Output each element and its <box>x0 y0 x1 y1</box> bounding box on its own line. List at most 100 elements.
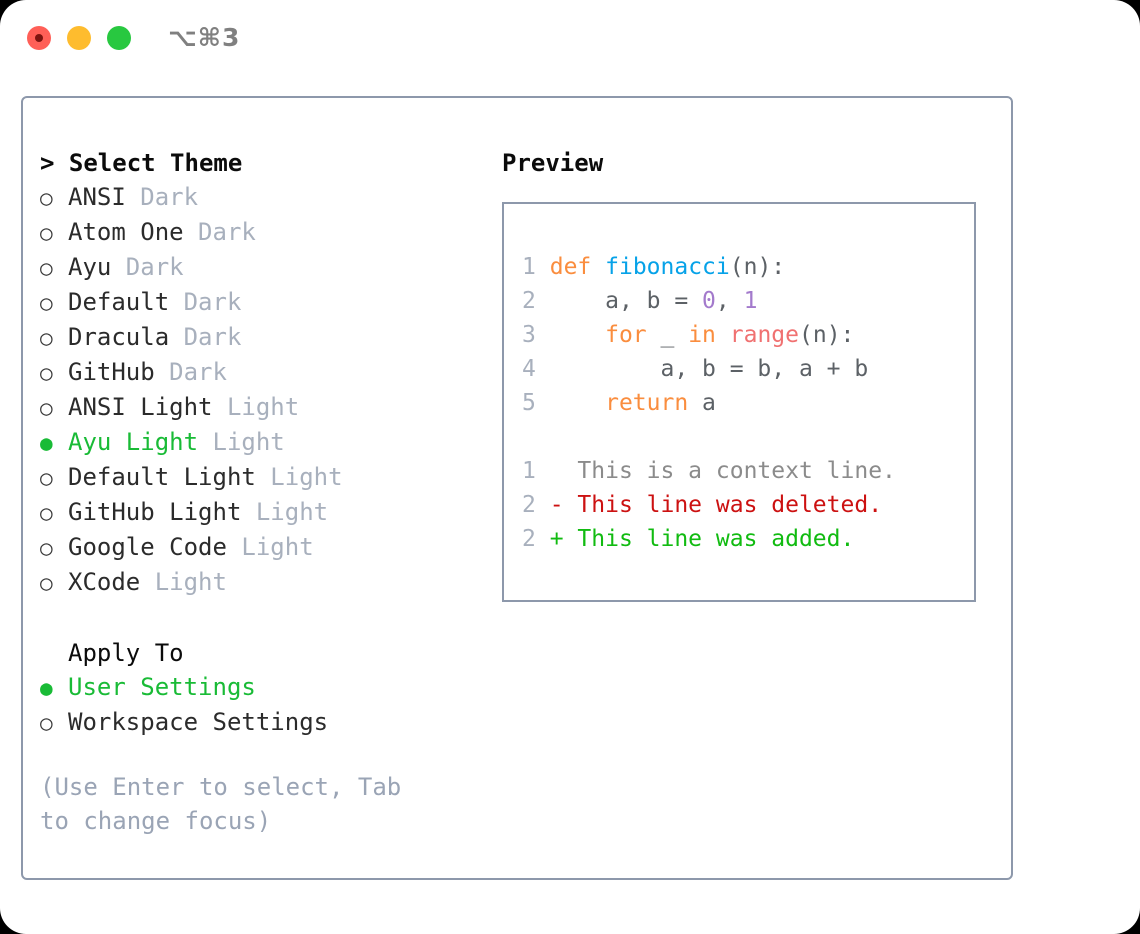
theme-option-label: ANSI Light <box>68 393 213 421</box>
diff-line-number: 1 <box>522 458 536 484</box>
theme-option-variant-tag: Light <box>241 498 329 526</box>
theme-option-xcode[interactable]: ○ XCode Light <box>40 565 480 600</box>
theme-option-github[interactable]: ○ GitHub Dark <box>40 355 480 390</box>
diff-block: 1 This is a context line. 2 - This line w… <box>522 454 974 556</box>
code-line-number: 2 <box>522 288 536 314</box>
radio-unselected-icon: ○ <box>40 361 53 385</box>
code-line: 2 a, b = 0, 1 <box>522 284 974 318</box>
theme-option-variant-tag: Light <box>140 568 227 596</box>
code-token: return <box>605 390 689 416</box>
theme-option-github-light[interactable]: ○GitHub Light Light <box>40 495 480 530</box>
code-token: a <box>688 390 716 416</box>
close-button[interactable] <box>27 26 51 50</box>
diff-sign: + <box>535 526 578 552</box>
code-token: (n): <box>729 254 786 280</box>
diff-sign <box>536 458 578 484</box>
spacer <box>40 740 480 770</box>
theme-option-label: GitHub <box>68 358 155 386</box>
theme-option-label: XCode <box>68 568 141 596</box>
theme-option-label: Default <box>68 288 170 316</box>
radio-unselected-icon: ○ <box>40 711 53 735</box>
theme-picker-dialog: > Select Theme ○ANSI Dark○Atom One Dark○… <box>21 96 1013 880</box>
spacer <box>522 420 974 454</box>
theme-option-variant-tag: Dark <box>169 323 242 351</box>
keyboard-shortcut-label: ⌥⌘3 <box>168 23 241 52</box>
radio-unselected-icon: ○ <box>40 291 53 315</box>
title-bar: ⌥⌘3 <box>0 0 1140 78</box>
diff-text: This is a context line. <box>577 458 896 484</box>
code-line: 3 for _ in range(n): <box>522 318 974 352</box>
code-line: 1 def fibonacci(n): <box>522 250 974 284</box>
code-gutter-space <box>536 288 550 314</box>
diff-text: This line was deleted. <box>577 492 883 518</box>
radio-selected-icon: ● <box>40 676 53 700</box>
traffic-lights <box>27 26 131 50</box>
radio-unselected-icon: ○ <box>40 396 53 420</box>
code-token: a, b = b, a + b <box>549 356 869 382</box>
code-token: _ <box>646 322 689 348</box>
apply-to-option-label: User Settings <box>68 673 256 701</box>
code-token: fibonacci <box>605 254 730 280</box>
theme-option-variant-tag: Light <box>212 393 300 421</box>
code-line-number: 5 <box>522 390 536 416</box>
apply-to-option-user-settings[interactable]: ● User Settings <box>40 670 480 705</box>
theme-option-label: Dracula <box>68 323 170 351</box>
code-token: 0 <box>702 288 716 314</box>
theme-option-variant-tag: Dark <box>111 253 184 281</box>
theme-option-label: Atom One <box>68 218 184 246</box>
code-token <box>550 390 605 416</box>
zoom-button[interactable] <box>107 26 131 50</box>
code-line-number: 3 <box>522 322 536 348</box>
code-token: for <box>605 322 647 348</box>
theme-option-variant-tag: Light <box>255 463 343 491</box>
theme-option-label: Default Light <box>68 463 256 491</box>
preview-heading: Preview <box>502 149 604 177</box>
theme-option-default-light[interactable]: ○Default Light Light <box>40 460 480 495</box>
spacer <box>40 600 480 636</box>
code-gutter-space <box>536 254 550 280</box>
radio-unselected-icon: ○ <box>40 536 53 560</box>
code-token <box>550 322 605 348</box>
code-token: (n): <box>799 322 855 348</box>
theme-option-ayu-light[interactable]: ●Ayu Light Light <box>40 425 480 460</box>
radio-unselected-icon: ○ <box>40 221 53 245</box>
theme-option-google-code[interactable]: ○Google Code Light <box>40 530 480 565</box>
radio-unselected-icon: ○ <box>40 571 53 595</box>
code-line: 5 return a <box>522 386 974 420</box>
theme-option-variant-tag: Light <box>226 533 314 561</box>
apply-to-heading: Apply To <box>68 639 184 667</box>
theme-option-dracula[interactable]: ○Dracula Dark <box>40 320 480 355</box>
theme-option-ansi-light[interactable]: ○ ANSI Light Light <box>40 390 480 425</box>
code-line: 4 a, b = b, a + b <box>522 352 974 386</box>
theme-option-label: GitHub Light <box>68 498 242 526</box>
diff-line: 2 - This line was deleted. <box>522 488 974 522</box>
minimize-button[interactable] <box>67 26 91 50</box>
apply-to-option-workspace-settings[interactable]: ○ Workspace Settings <box>40 705 480 740</box>
apply-to-option-label: Workspace Settings <box>68 708 329 736</box>
code-token: range <box>729 322 800 348</box>
radio-unselected-icon: ○ <box>40 256 53 280</box>
code-token: , <box>715 288 744 314</box>
theme-option-ansi[interactable]: ○ANSI Dark <box>40 180 480 215</box>
code-gutter-space <box>536 356 550 382</box>
theme-option-ayu[interactable]: ○ Ayu Dark <box>40 250 480 285</box>
code-token: def <box>549 254 592 280</box>
code-line-number: 1 <box>522 254 536 280</box>
theme-option-label: ANSI <box>68 183 126 211</box>
code-line-number: 4 <box>522 356 536 382</box>
select-theme-heading: > Select Theme <box>40 149 243 177</box>
code-token: 1 <box>743 288 758 314</box>
apply-to-list: ● User Settings ○ Workspace Settings <box>40 670 480 740</box>
theme-option-variant-tag: Light <box>198 428 285 456</box>
theme-option-default[interactable]: ○Default Dark <box>40 285 480 320</box>
diff-text: This line was added. <box>577 526 855 552</box>
right-column: Preview 1 def fibonacci(n):2 a, b = 0, 1… <box>502 146 1002 602</box>
theme-option-atom-one[interactable]: ○Atom One Dark <box>40 215 480 250</box>
theme-option-variant-tag: Dark <box>154 358 227 386</box>
theme-option-label: Ayu <box>68 253 112 281</box>
theme-list: ○ANSI Dark○Atom One Dark○Ayu Dark○Defaul… <box>40 180 480 600</box>
diff-line-number: 2 <box>522 526 536 552</box>
